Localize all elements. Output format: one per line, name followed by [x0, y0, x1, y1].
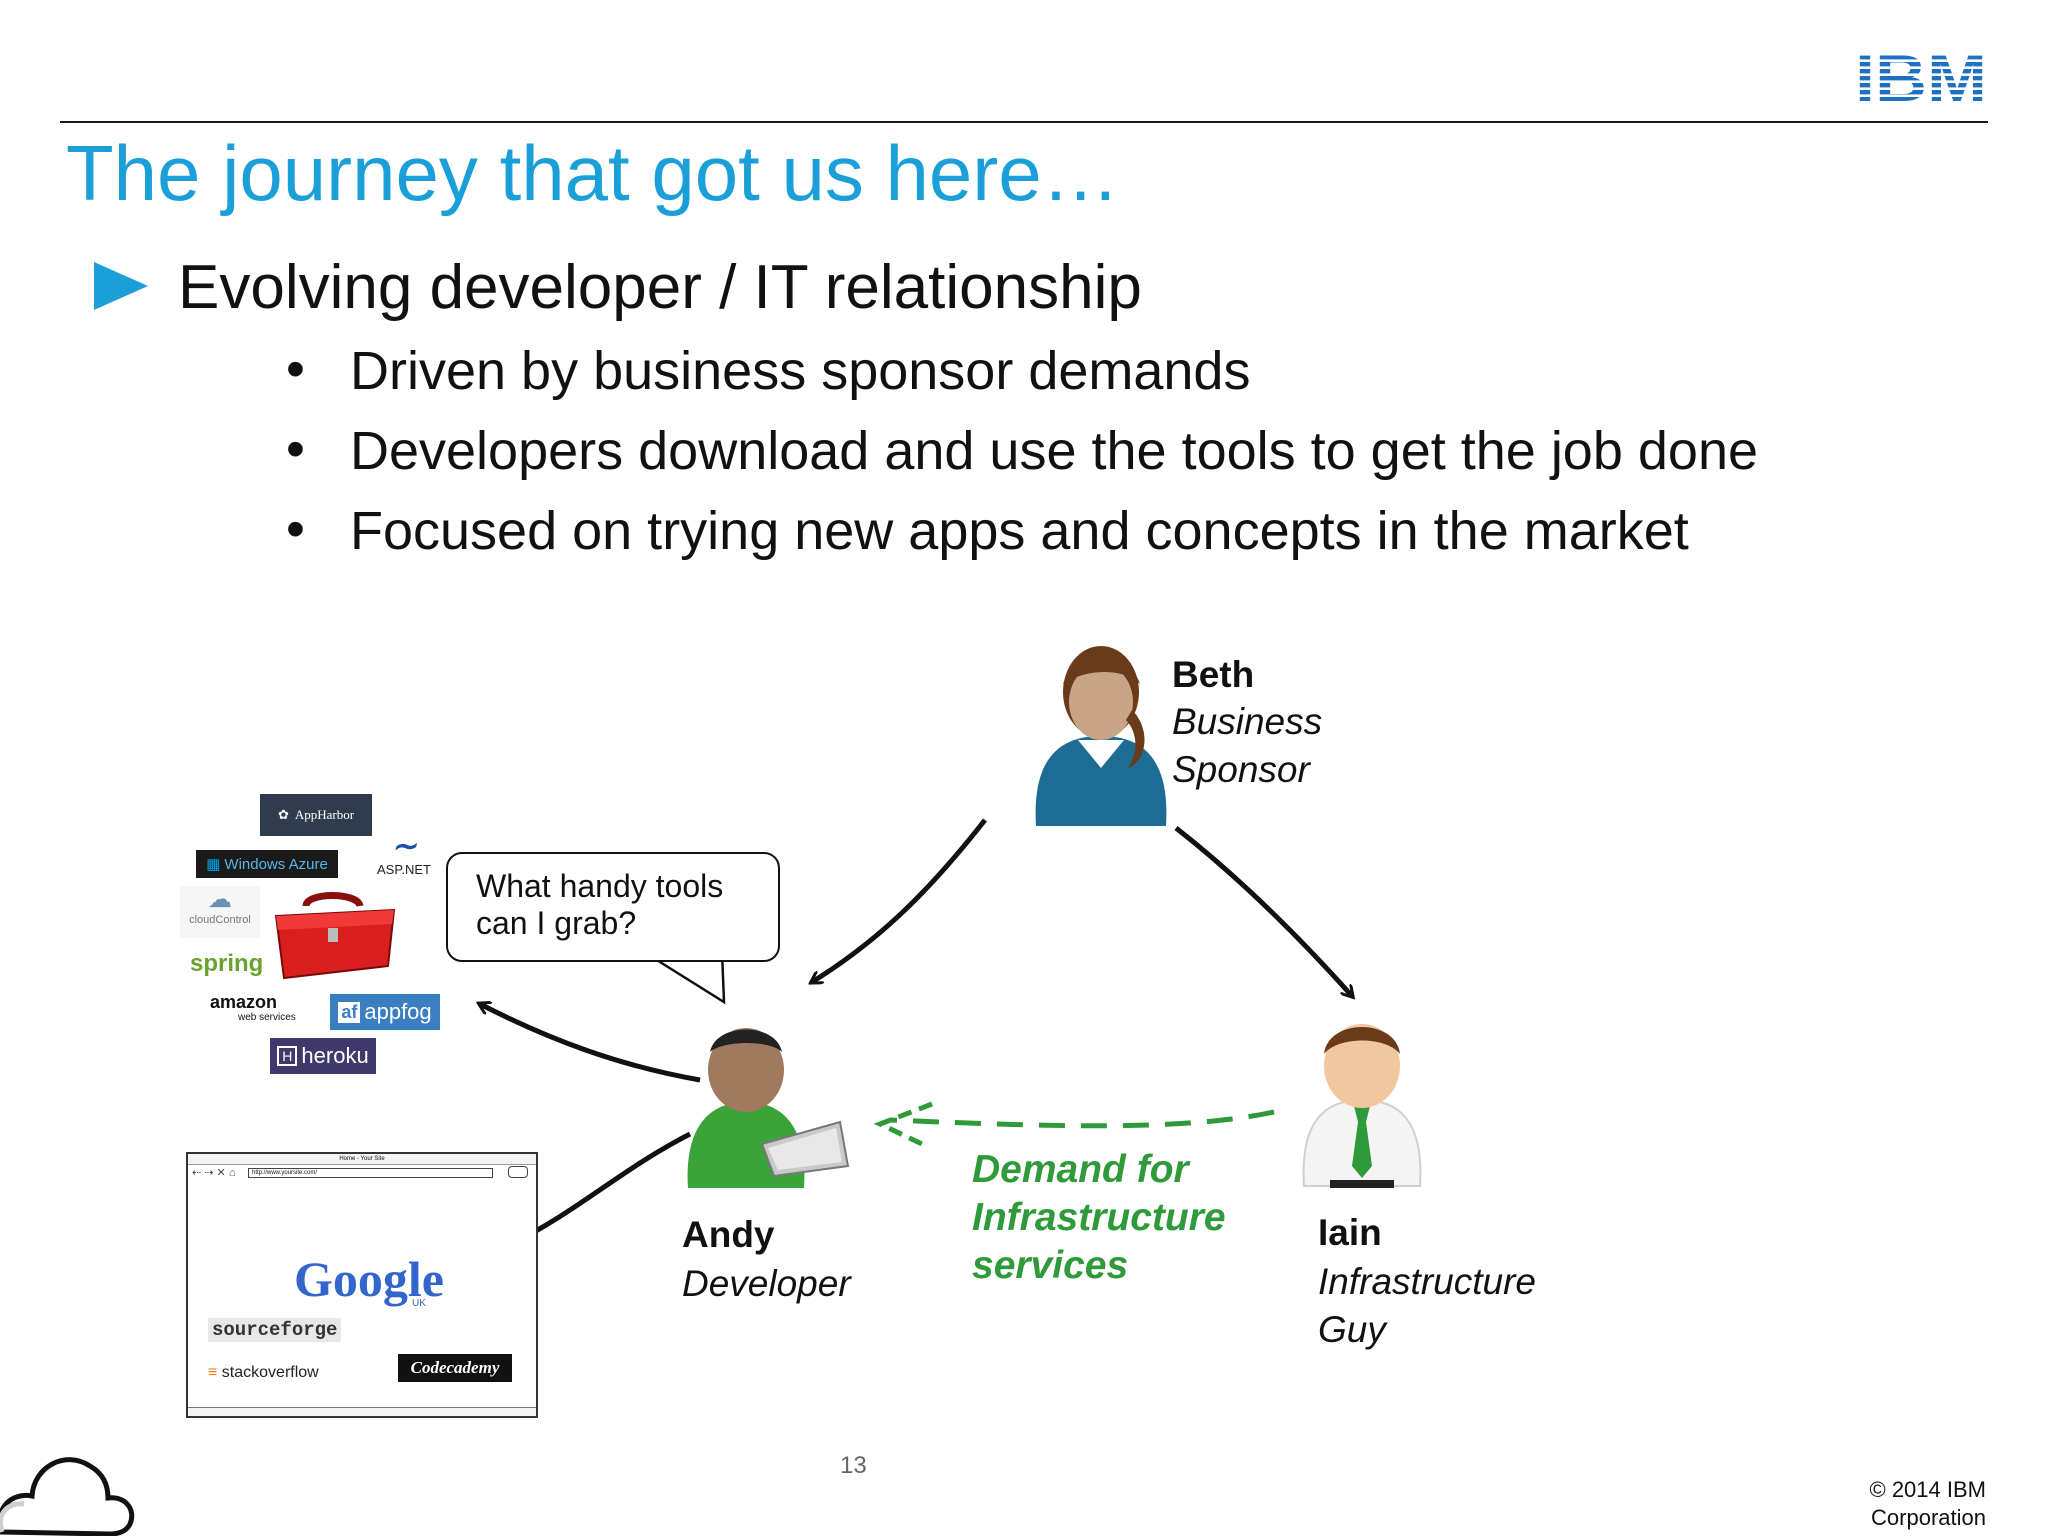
andy-avatar-icon	[687, 1028, 850, 1188]
toolbox-icon	[274, 892, 396, 980]
dragon-icon: ✿	[277, 807, 289, 822]
bullet-dot: •	[286, 339, 305, 399]
beth-role-line1: Business	[1172, 701, 1323, 742]
appfog-mark-icon: af	[338, 1001, 361, 1023]
spring-logo: spring	[190, 950, 264, 977]
browser-window: Home - Your Site ⇠ ⇢ ✕ ⌂ http://www.your…	[186, 1152, 538, 1418]
arrow-beth-to-iain	[1174, 826, 1352, 996]
windows-flag-icon: ▦	[206, 856, 221, 873]
sub-bullet-text: Driven by business sponsor demands	[350, 341, 1251, 401]
arrow-andy-to-tools	[480, 1004, 701, 1083]
copyright: © 2014 IBM Corporation	[1820, 1476, 1987, 1532]
ibm-logo: IBM	[1855, 48, 1987, 104]
demand-label-line: Demand for	[972, 1148, 1189, 1191]
beth-avatar-icon	[1035, 646, 1167, 826]
browser-search-icon	[508, 1166, 528, 1178]
iain-role-line1: Infrastructure	[1318, 1261, 1536, 1302]
svg-text:IBM: IBM	[1855, 48, 1987, 104]
slide-title: The journey that got us here…	[66, 129, 1120, 217]
beth-role-line2: Sponsor	[1172, 749, 1310, 790]
copyright-line: Corporation	[1871, 1505, 1986, 1530]
play-arrow-icon	[94, 262, 148, 310]
iain-role-line2: Guy	[1318, 1309, 1386, 1350]
cloudcontrol-logo: ☁ cloudControl	[180, 886, 260, 938]
demand-label: Demand for Infrastructure services	[972, 1146, 1226, 1290]
beth-name: Beth	[1172, 654, 1255, 695]
appharbor-logo: ✿ AppHarbor	[260, 794, 372, 836]
browser-address-bar: http://www.yoursite.com/	[248, 1168, 493, 1178]
google-logo: Google	[294, 1251, 444, 1307]
page-number: 13	[840, 1452, 867, 1479]
aspnet-label: ASP.NET	[377, 862, 431, 877]
sourceforge-logo: sourceforge	[208, 1318, 342, 1342]
azure-label: Windows Azure	[224, 855, 328, 873]
amazon-sub-label: web services	[238, 1012, 296, 1023]
heroku-mark-icon: H	[277, 1046, 298, 1066]
browser-nav-icons: ⇠ ⇢ ✕ ⌂	[192, 1167, 236, 1179]
stackoverflow-logo: ≡ stackoverflow	[208, 1364, 319, 1382]
speech-bubble-line: can I grab?	[476, 905, 637, 941]
aspnet-logo: ∼ ASP.NET	[374, 832, 434, 880]
stack-icon: ≡	[208, 1364, 218, 1381]
google-uk-label: UK	[412, 1298, 426, 1309]
arrow-demand-head	[873, 1101, 933, 1147]
browser-tab: Home - Your Site	[188, 1154, 536, 1165]
appharbor-label: AppHarbor	[294, 807, 355, 822]
copyright-line: © 2014 IBM	[1869, 1477, 1987, 1502]
heroku-logo: H heroku	[270, 1038, 376, 1074]
demand-label-line: Infrastructure	[972, 1196, 1226, 1239]
bullet-dot: •	[286, 499, 305, 559]
speech-bubble-line: What handy tools	[476, 868, 724, 904]
bullet-dot: •	[286, 419, 305, 479]
appfog-logo: af appfog	[330, 994, 440, 1030]
speech-bubble	[446, 852, 780, 962]
cloud-outline-icon	[0, 1457, 135, 1536]
browser-status-bar	[188, 1407, 536, 1416]
iain-avatar-icon	[1302, 1024, 1422, 1188]
amazon-web-services-logo: amazon web services	[210, 992, 302, 1026]
sub-bullet-text: Focused on trying new apps and concepts …	[350, 501, 1689, 561]
header-rule	[60, 121, 1988, 123]
sub-bullet-text: Developers download and use the tools to…	[350, 421, 1759, 481]
iain-name: Iain	[1318, 1212, 1382, 1253]
arrow-beth-to-andy	[812, 818, 987, 982]
cloudcontrol-label: cloudControl	[189, 914, 251, 926]
appfog-label: appfog	[364, 999, 432, 1024]
arrow-demand-dashed	[889, 1109, 1275, 1129]
andy-role: Developer	[682, 1263, 851, 1304]
demand-label-line: services	[972, 1244, 1129, 1287]
main-bullet: Evolving developer / IT relationship	[178, 253, 1142, 322]
stackoverflow-label: stackoverflow	[221, 1364, 319, 1381]
aspnet-mark-icon: ∼	[391, 830, 417, 863]
cloud-icon: ☁	[208, 886, 232, 913]
codecademy-logo: Codecademy	[398, 1354, 512, 1382]
speech-bubble-text: What handy tools can I grab?	[476, 868, 766, 942]
andy-name: Andy	[682, 1214, 775, 1255]
amazon-label: amazon	[210, 992, 278, 1012]
heroku-label: heroku	[301, 1043, 369, 1068]
windows-azure-logo: ▦ Windows Azure	[196, 850, 338, 878]
